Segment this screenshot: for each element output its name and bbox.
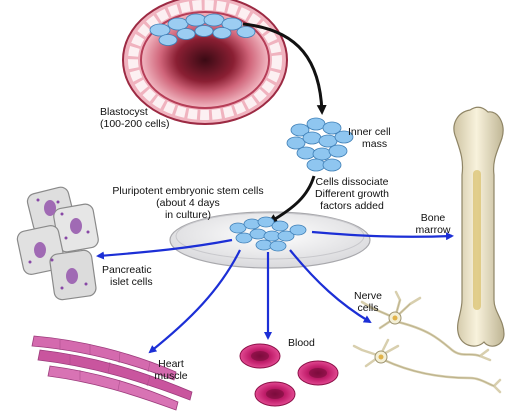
- label-pancreatic-islet-cells: Pancreatic islet cells: [102, 264, 153, 288]
- label-pluripotent-stem-cells: Pluripotent embryonic stem cells (about …: [100, 185, 276, 221]
- label-blood: Blood: [288, 337, 315, 349]
- label-heart-muscle: Heart muscle: [146, 358, 196, 382]
- bone-illustration: [454, 107, 504, 346]
- pancreatic-islet-cells-illustration: [16, 186, 100, 301]
- inner-cell-mass-cluster: [287, 118, 353, 171]
- label-cells-dissociate: Cells dissociate Different growth factor…: [304, 176, 400, 212]
- blood-cells-illustration: [240, 344, 338, 406]
- label-nerve-cells: Nerve cells: [346, 290, 390, 314]
- label-inner-cell-mass: Inner cell mass: [348, 126, 391, 150]
- label-bone-marrow: Bone marrow: [408, 212, 458, 236]
- label-blastocyst: Blastocyst (100-200 cells): [100, 106, 169, 130]
